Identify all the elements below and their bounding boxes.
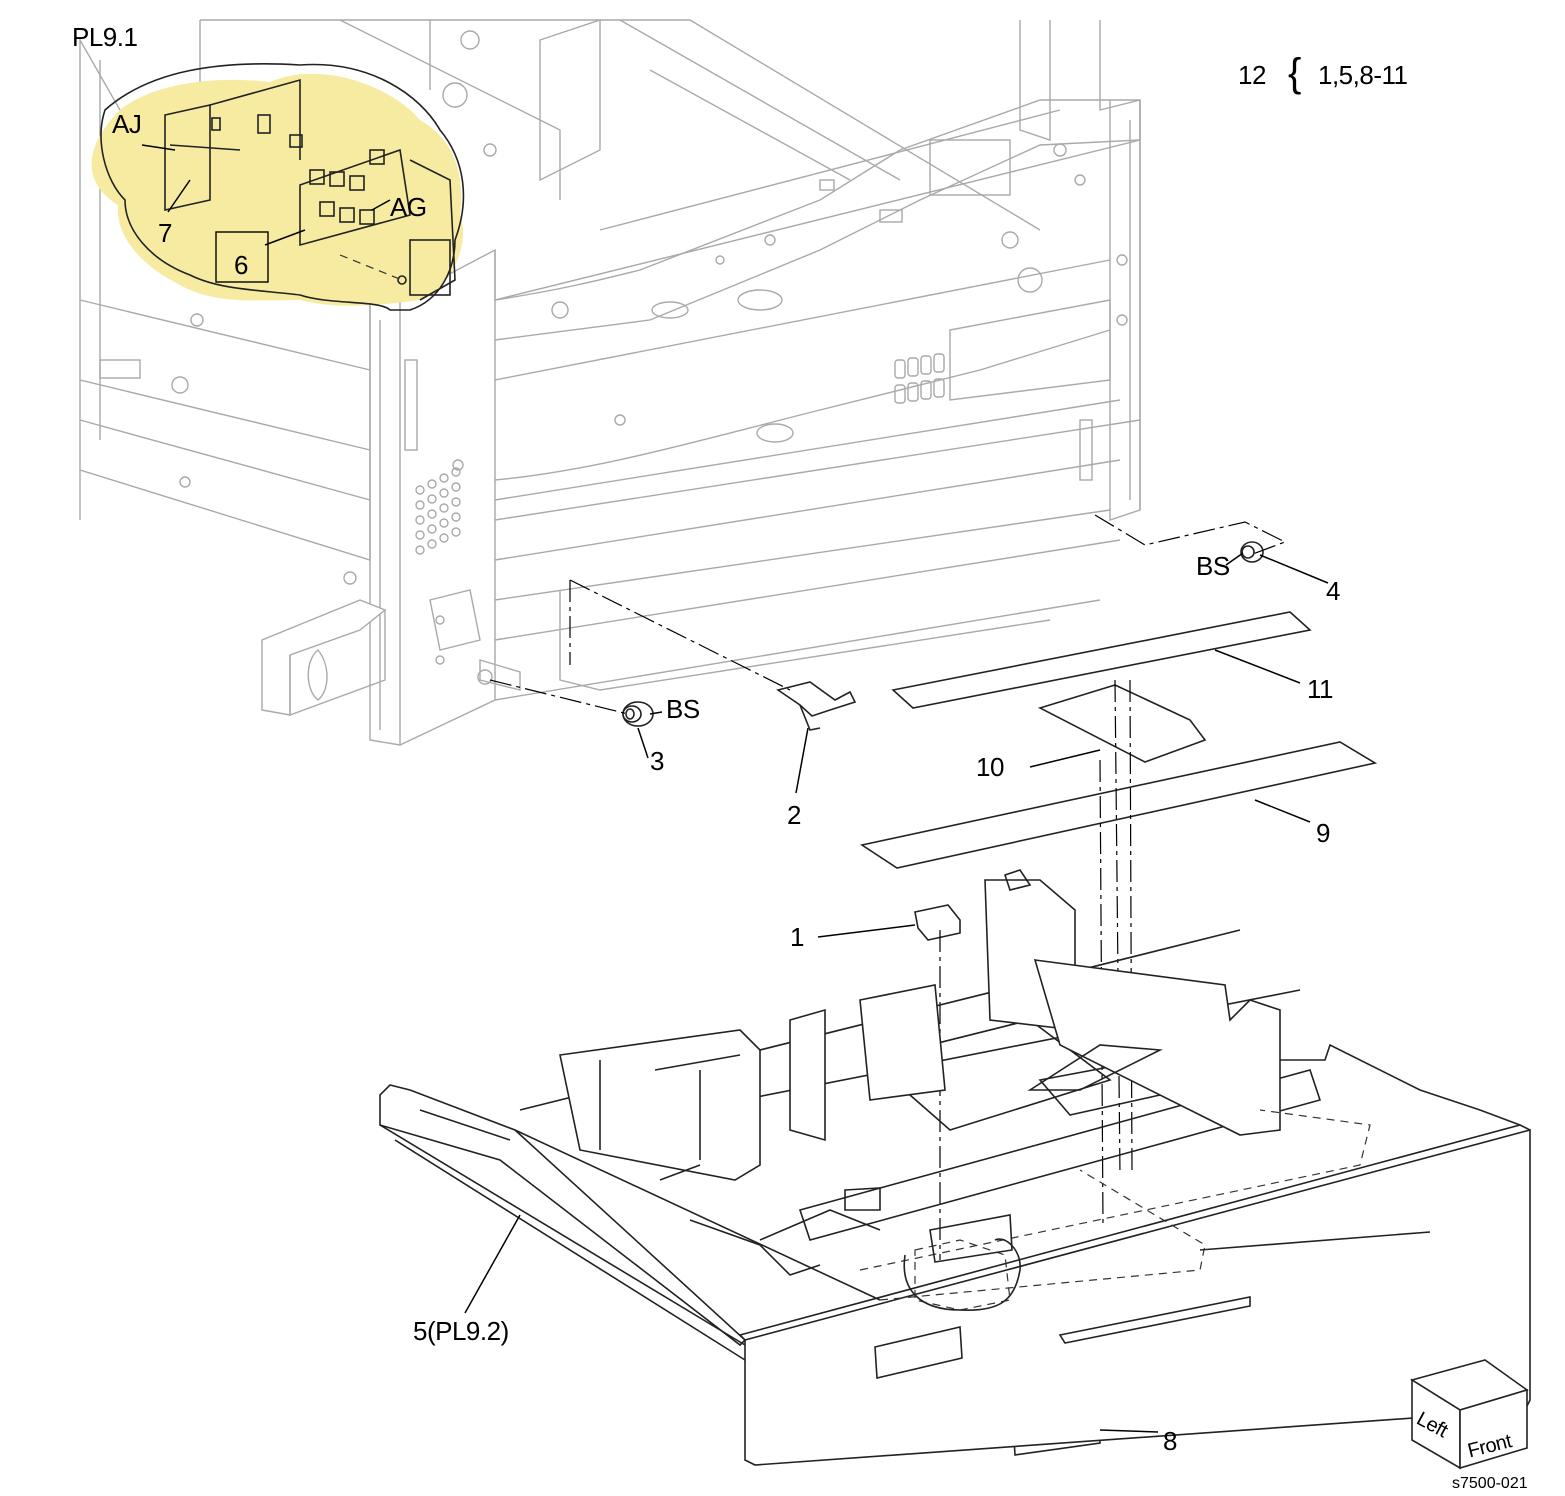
part-1-shape <box>914 904 961 941</box>
callout-6-box <box>215 231 269 283</box>
pwb-connectors <box>309 149 385 225</box>
figure-id: s7500-021 <box>1452 1475 1528 1492</box>
callout-7: 7 <box>158 218 172 248</box>
kit-members: 1,5,8-11 <box>1318 60 1408 90</box>
callout-5: 5(PL9.2) <box>413 1316 509 1346</box>
labels: PL9.1 12 { 1,5,8-11 AJ AG 7 6 BS 4 11 BS… <box>72 22 1528 1492</box>
callout-3: 3 <box>650 746 664 776</box>
callout-2: 2 <box>787 800 801 830</box>
kit-number: 12 <box>1238 60 1266 90</box>
highlight-blob <box>91 73 464 306</box>
callout-aj: AJ <box>112 109 141 139</box>
part-11-shape <box>891 611 1312 709</box>
part-3-bushing <box>622 701 654 727</box>
plate-label: PL9.1 <box>72 22 137 52</box>
callout-bs-left: BS <box>666 694 700 724</box>
perforation-grid <box>415 467 461 555</box>
callout-4: 4 <box>1326 576 1340 606</box>
kit-brace: { <box>1288 51 1301 95</box>
callout-1: 1 <box>790 922 804 952</box>
part-9-shape <box>859 741 1378 869</box>
part-4-bushing <box>1240 541 1264 563</box>
callout-bs-right: BS <box>1196 551 1230 581</box>
callout-ag: AG <box>390 192 427 222</box>
vent-slots <box>894 353 945 404</box>
leader-lines <box>464 552 1329 1433</box>
part-2-shape <box>776 681 857 717</box>
callout-6: 6 <box>234 250 248 280</box>
part-10-shape <box>1037 684 1207 763</box>
callout-11: 11 <box>1307 674 1333 704</box>
highlight-region <box>91 63 465 311</box>
callout-9: 9 <box>1316 818 1330 848</box>
callout-8: 8 <box>1163 1426 1177 1456</box>
paper-tray <box>379 869 1531 1466</box>
callout-10: 10 <box>976 752 1004 782</box>
